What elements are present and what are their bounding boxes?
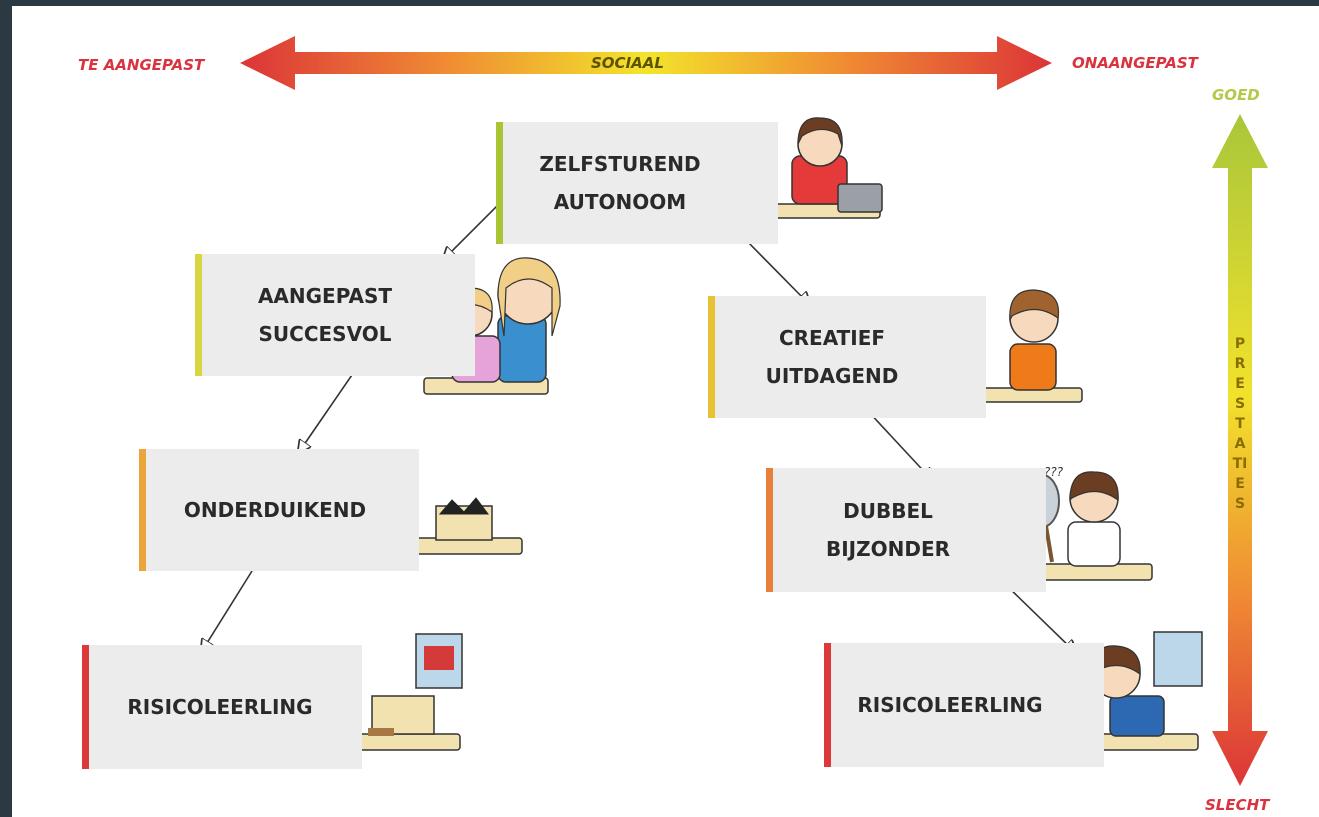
- node-label: ONDERDUIKEND: [183, 498, 367, 522]
- node-label: RISICOLEERLING: [127, 695, 313, 719]
- node-accent-bar: [766, 468, 773, 592]
- node-accent-bar: [824, 643, 831, 767]
- hiding-student-illustration: [401, 497, 523, 555]
- node-onderduikend: ONDERDUIKEND: [139, 449, 419, 571]
- social-arrow: [240, 36, 1052, 90]
- question-marks: ???: [1044, 465, 1064, 479]
- node-label: ZELFSTUREND AUTONOOM: [539, 152, 701, 214]
- node-accent-bar: [139, 449, 146, 571]
- node-zelfsturend: ZELFSTUREND AUTONOOM: [496, 122, 778, 244]
- node-creatief: CREATIEF UITDAGEND: [708, 296, 986, 418]
- node-label: AANGEPAST SUCCESVOL: [257, 284, 393, 346]
- diagram-canvas: ??? TE AANGEPAST ONAANGEPAST SOCIAAL GOE…: [12, 6, 1319, 817]
- empty-desk-monitor-illustration: [339, 633, 463, 751]
- student-laptop-illustration: [755, 117, 883, 219]
- social-right-label: ONAANGEPAST: [1072, 54, 1198, 72]
- performance-arrow: [1212, 114, 1268, 786]
- connector-dubbel-risico: [1004, 583, 1075, 652]
- node-risico-left: RISICOLEERLING: [82, 645, 362, 769]
- node-dubbel: DUBBEL BIJZONDER: [766, 468, 1046, 592]
- social-axis-label: SOCIAAL: [591, 54, 664, 72]
- social-left-label: TE AANGEPAST: [78, 56, 205, 74]
- node-label: RISICOLEERLING: [857, 693, 1043, 717]
- node-label: DUBBEL BIJZONDER: [825, 499, 951, 561]
- node-label: CREATIEF UITDAGEND: [765, 326, 899, 388]
- performance-top-label: GOED: [1212, 86, 1260, 104]
- performance-axis-label: PRESTATIES: [1232, 336, 1248, 512]
- node-accent-bar: [82, 645, 89, 769]
- node-risico-right: RISICOLEERLING: [824, 643, 1104, 767]
- connector-aangepast-onderduikend: [299, 371, 355, 452]
- node-accent-bar: [195, 254, 202, 376]
- connector-zelfsturend-creatief: [741, 235, 809, 304]
- connector-onderduikend-risico: [202, 570, 253, 651]
- node-aangepast: AANGEPAST SUCCESVOL: [195, 254, 475, 376]
- node-accent-bar: [496, 122, 503, 244]
- node-accent-bar: [708, 296, 715, 418]
- performance-bottom-label: SLECHT: [1205, 796, 1270, 814]
- diagram-graphics: ???: [12, 36, 1268, 786]
